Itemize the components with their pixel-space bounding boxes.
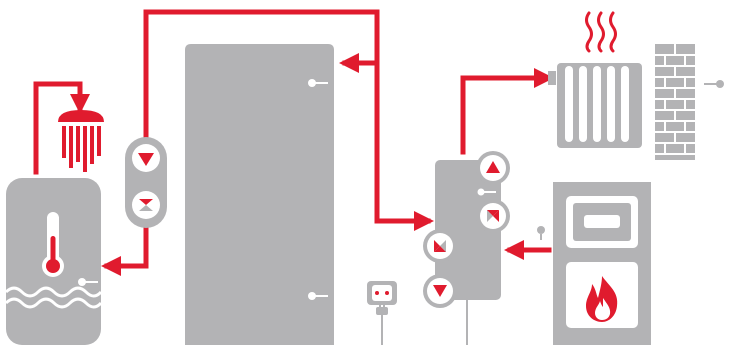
port-connector	[78, 278, 98, 286]
pipe-to-radiator	[460, 68, 554, 155]
port-connector	[477, 188, 496, 196]
pipe-to-tank	[101, 225, 149, 276]
port-connector	[308, 79, 328, 87]
pipes	[33, 9, 554, 276]
radiator	[548, 11, 642, 148]
pump-up-icon	[476, 151, 510, 185]
buffer-tank	[185, 44, 334, 345]
pump-unit-right	[423, 151, 510, 345]
shower-icon	[58, 110, 104, 172]
brick-wall-icon	[655, 44, 724, 160]
pipe-to-shower	[33, 81, 90, 175]
port-connector	[308, 292, 328, 300]
socket-plug-icon	[367, 281, 397, 345]
sensor-connector	[704, 80, 724, 88]
thermometer-icon	[42, 212, 64, 277]
pump-unit-left	[125, 137, 167, 228]
pipe-to-right-unit	[374, 60, 434, 231]
valve-icon	[476, 199, 510, 233]
flame-icon	[586, 276, 618, 322]
hot-water-tank	[4, 178, 103, 345]
heat-waves-icon	[585, 11, 617, 53]
pipe-left-supply	[143, 9, 380, 143]
wave-icon	[4, 286, 103, 309]
valve-icon	[132, 191, 160, 219]
boiler	[537, 182, 651, 345]
pump-down-icon	[132, 144, 160, 172]
pump-down-icon	[423, 274, 457, 308]
valve-icon	[423, 229, 457, 263]
